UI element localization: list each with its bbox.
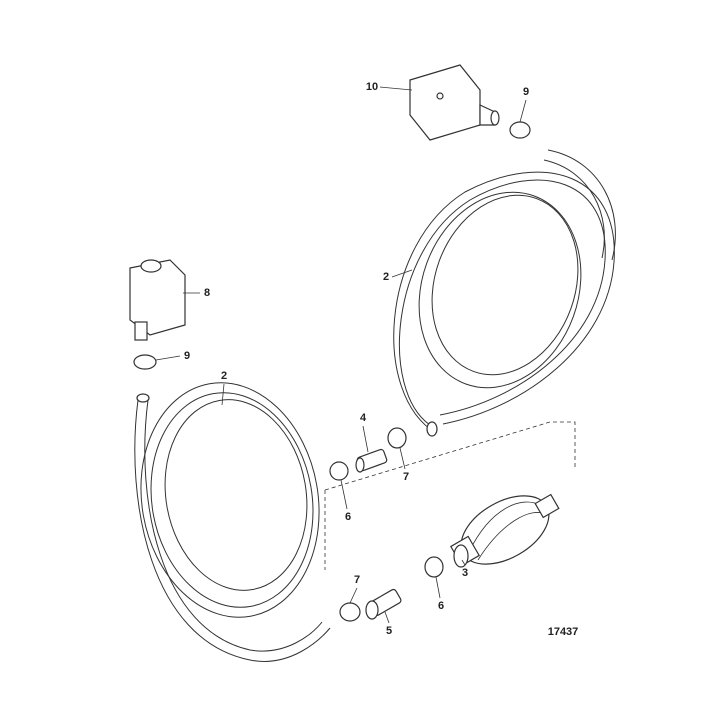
fitting-5 [365,588,402,620]
hose-clamps [133,121,531,622]
primer-bulb-3 [450,493,560,568]
fuel-hose-lower [134,382,331,662]
fuel-connector-8 [129,259,186,341]
callout-3: 3 [461,567,469,579]
callout-4: 4 [359,412,367,424]
callout-8: 8 [203,287,211,299]
callout-9: 9 [522,86,530,98]
callout-7: 7 [402,471,410,483]
callout-6: 6 [344,511,352,523]
callout-5: 5 [385,625,393,637]
fuel-connector-10 [409,64,500,141]
callout-2: 2 [382,271,390,283]
fitting-4 [355,448,388,473]
callout-2: 2 [220,370,228,382]
callout-9: 9 [183,350,191,362]
assembly-bracket [324,421,576,570]
callout-7: 7 [353,574,361,586]
callout-10: 10 [365,81,379,93]
fuel-hose-upper [393,149,616,437]
figure-number: 17437 [547,626,579,638]
callout-6: 6 [437,600,445,612]
